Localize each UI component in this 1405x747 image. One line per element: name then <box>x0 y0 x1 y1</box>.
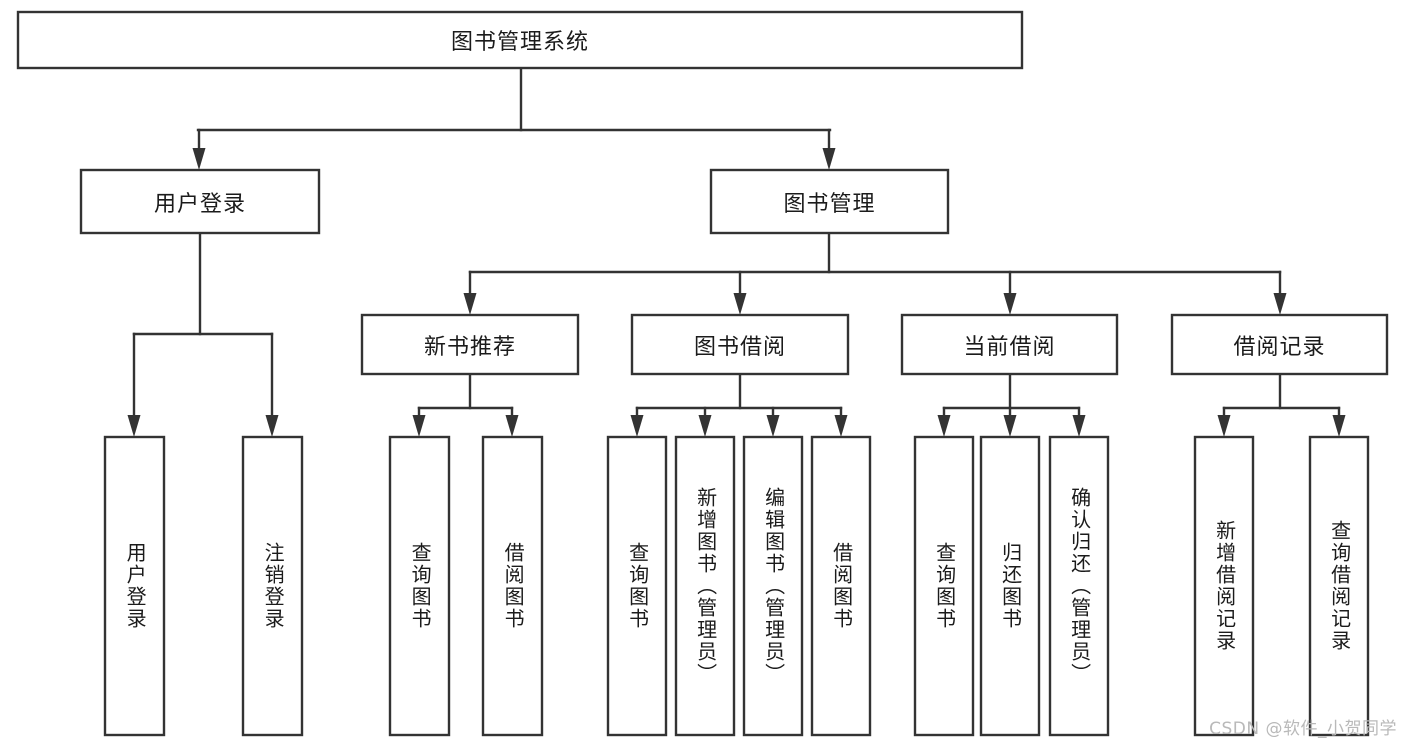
node-box-leaf-user-logout[interactable] <box>241 435 304 737</box>
arrow-head-icon <box>505 415 519 437</box>
node-box-leaf-add-book-admin[interactable] <box>674 435 736 737</box>
arrow-head-icon <box>733 293 747 315</box>
node-box-root[interactable] <box>16 10 1024 70</box>
node-box-book-management[interactable] <box>709 168 950 235</box>
arrow-head-icon <box>463 293 477 315</box>
arrow-head-icon <box>834 415 848 437</box>
arrow-head-icon <box>1003 415 1017 437</box>
arrow-head-icon <box>1072 415 1086 437</box>
arrow-head-icon <box>412 415 426 437</box>
node-box-user-login[interactable] <box>79 168 321 235</box>
node-box-new-book-recommend[interactable] <box>360 313 580 376</box>
arrow-head-icon <box>698 415 712 437</box>
node-box-leaf-query-book-recommend[interactable] <box>388 435 451 737</box>
arrow-head-icon <box>1332 415 1346 437</box>
arrow-head-icon <box>822 148 836 170</box>
arrow-head-icon <box>1217 415 1231 437</box>
node-box-leaf-query-book-current[interactable] <box>913 435 975 737</box>
arrow-head-icon <box>127 415 141 437</box>
node-box-leaf-borrow-book-recommend[interactable] <box>481 435 544 737</box>
node-box-layer <box>16 10 1389 737</box>
arrow-head-icon <box>766 415 780 437</box>
arrow-head-icon <box>937 415 951 437</box>
node-box-leaf-edit-book-admin[interactable] <box>742 435 804 737</box>
node-box-leaf-borrow-book[interactable] <box>810 435 872 737</box>
node-box-leaf-add-borrow-record[interactable] <box>1193 435 1255 737</box>
node-box-leaf-confirm-return-admin[interactable] <box>1048 435 1110 737</box>
arrow-head-icon <box>265 415 279 437</box>
node-box-borrow-record[interactable] <box>1170 313 1389 376</box>
node-box-leaf-return-book[interactable] <box>979 435 1041 737</box>
node-box-leaf-query-book-borrow[interactable] <box>606 435 668 737</box>
node-box-leaf-query-borrow-record[interactable] <box>1308 435 1370 737</box>
node-box-book-borrow[interactable] <box>630 313 850 376</box>
node-box-current-borrow[interactable] <box>900 313 1119 376</box>
connector-layer <box>127 66 1346 437</box>
arrow-head-icon <box>1003 293 1017 315</box>
arrow-head-icon <box>1273 293 1287 315</box>
node-box-leaf-user-login[interactable] <box>103 435 166 737</box>
arrow-head-icon <box>192 148 206 170</box>
arrow-head-icon <box>630 415 644 437</box>
